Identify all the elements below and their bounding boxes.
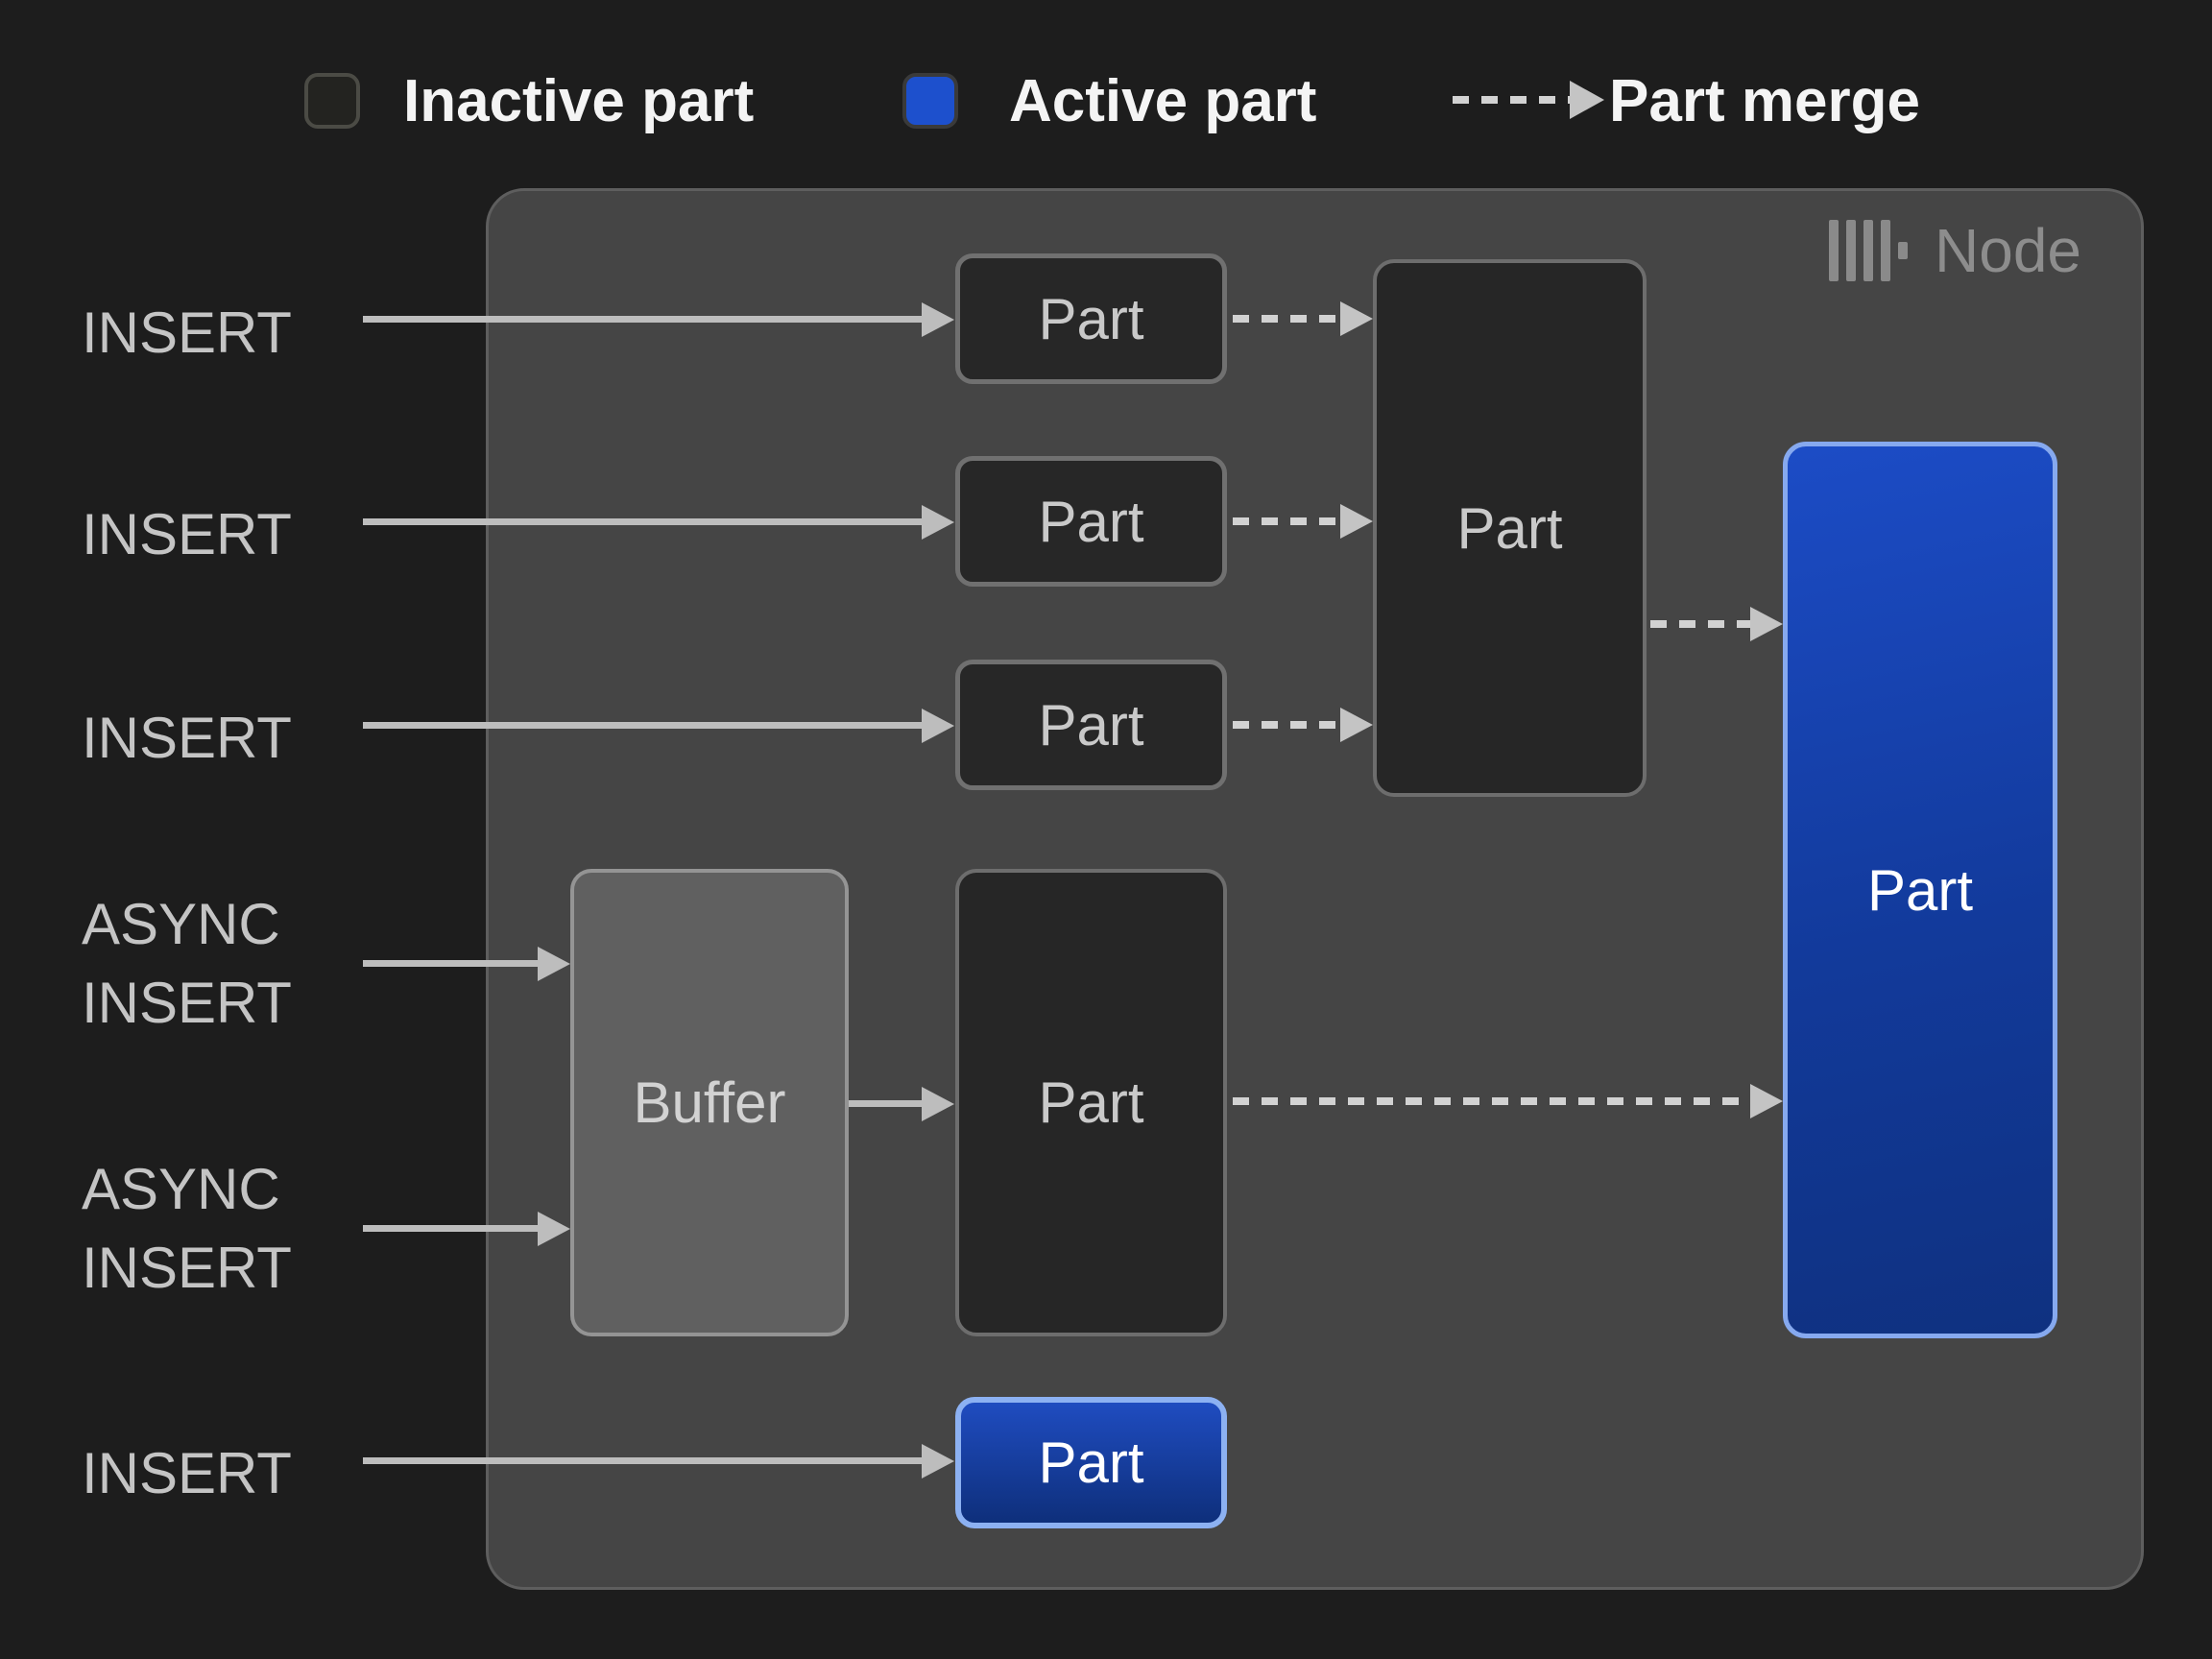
- inactive-part-box-1: Part: [955, 253, 1227, 384]
- active-part-box-bottom: Part: [955, 1397, 1227, 1528]
- insert-arrow-3: [363, 722, 922, 729]
- part-box-label: Part: [1038, 1070, 1144, 1135]
- buffer-box-label: Buffer: [633, 1070, 786, 1135]
- merged-part-box: Part: [1373, 259, 1647, 797]
- legend-active-label: Active part: [1009, 68, 1317, 134]
- part-box-label: Part: [1038, 286, 1144, 351]
- part-box-label: Part: [1038, 1431, 1144, 1495]
- node-title: Node: [1935, 216, 2081, 285]
- insert-arrow-2: [363, 518, 922, 525]
- insert-label-2: INSERT: [82, 502, 292, 566]
- merged-part-to-active-arrow: [1650, 620, 1750, 628]
- async-insert-label-1: ASYNC INSERT: [82, 892, 292, 1035]
- async-part-to-active-arrow: [1233, 1097, 1750, 1105]
- active-part-box: Part: [1783, 442, 2057, 1338]
- inactive-part-box-2: Part: [955, 456, 1227, 587]
- buffer-to-part-arrow: [849, 1100, 922, 1107]
- part2-merge-arrow: [1233, 517, 1340, 525]
- insert-arrow-4: [363, 1457, 922, 1464]
- async-insert-arrow-2: [363, 1225, 538, 1232]
- node-header: Node: [1829, 219, 2081, 282]
- active-part-swatch: [902, 73, 958, 129]
- part-box-label: Part: [1038, 489, 1144, 554]
- buffer-box: Buffer: [570, 869, 849, 1336]
- inactive-part-swatch: [304, 73, 360, 129]
- async-part-box: Part: [955, 869, 1227, 1336]
- legend-inactive-label: Inactive part: [403, 68, 755, 134]
- part1-merge-arrow: [1233, 315, 1340, 323]
- clickhouse-bars-icon: [1829, 220, 1910, 281]
- insert-arrow-1: [363, 316, 922, 323]
- async-insert-label-2: ASYNC INSERT: [82, 1157, 292, 1300]
- inactive-part-box-3: Part: [955, 660, 1227, 790]
- insert-label-3: INSERT: [82, 706, 292, 770]
- part-box-label: Part: [1456, 495, 1563, 561]
- part-box-label: Part: [1038, 692, 1144, 757]
- part-box-label: Part: [1866, 857, 1974, 923]
- part3-merge-arrow: [1233, 721, 1340, 729]
- async-insert-arrow-1: [363, 960, 538, 967]
- insert-label-1: INSERT: [82, 301, 292, 365]
- legend-merge-label: Part merge: [1609, 68, 1920, 134]
- insert-label-4: INSERT: [82, 1441, 292, 1505]
- part-merge-arrow-icon: [1453, 96, 1570, 104]
